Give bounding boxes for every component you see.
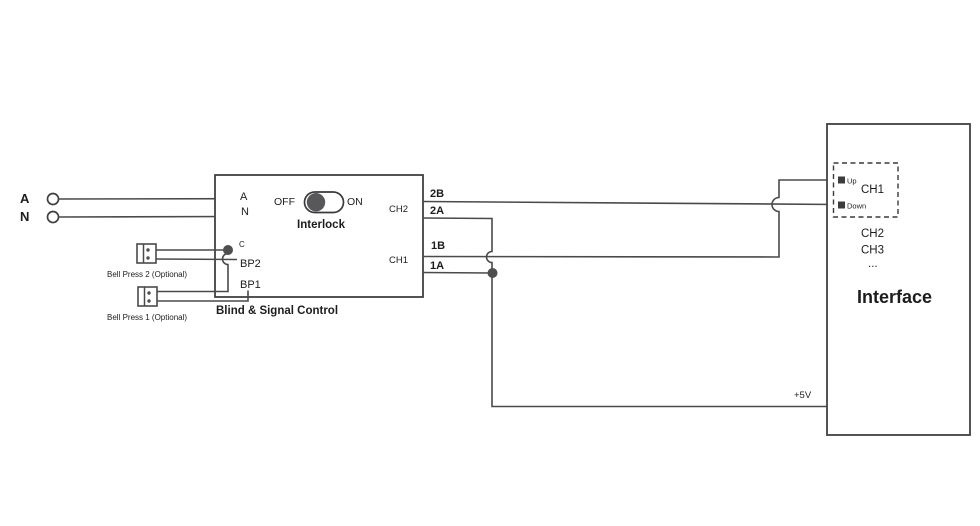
wire-1a-label: 1A <box>430 260 444 272</box>
bell-press-2-wire-bottom <box>155 258 238 261</box>
interlock-label: Interlock <box>297 219 346 231</box>
bell-press-1-wire-bottom <box>157 290 249 302</box>
bell-press-1-terminal-top <box>147 291 151 295</box>
interlock-on-label: ON <box>347 196 363 208</box>
bell-press-1-terminal-bottom <box>147 299 151 303</box>
bp2-terminal-label: BP2 <box>240 258 261 270</box>
wire-1b-label: 1B <box>431 240 445 252</box>
live-terminal <box>46 192 60 206</box>
interface-ch2-label: CH2 <box>861 228 884 240</box>
wire-2a <box>422 217 827 408</box>
interface-down-terminal <box>838 201 845 209</box>
interface-ch3-label: CH3 <box>861 245 884 257</box>
common-junction-dot <box>223 245 233 255</box>
controller-terminal-n-label: N <box>241 206 249 218</box>
live-terminal-label: A <box>20 191 30 206</box>
interface-down-label: Down <box>847 202 866 211</box>
wire-5v-label: +5V <box>794 390 812 401</box>
common-terminal-label: C <box>239 240 245 249</box>
interface-up-label: Up <box>847 177 857 186</box>
controller-ch1-label: CH1 <box>389 255 408 266</box>
interlock-knob <box>306 193 326 212</box>
interface-up-terminal <box>838 176 845 184</box>
neutral-wire <box>58 215 238 218</box>
wire-2b-label: 2B <box>430 188 444 200</box>
neutral-terminal <box>46 210 60 224</box>
bp1-terminal-label: BP1 <box>240 279 261 291</box>
junction-dot-2a-1a <box>487 268 498 278</box>
interlock-off-label: OFF <box>274 196 295 208</box>
controller-title: Blind & Signal Control <box>216 305 338 317</box>
interface-more-label: ... <box>868 258 878 270</box>
bell-press-2-label: Bell Press 2 (Optional) <box>107 270 187 279</box>
wire-1a <box>422 271 491 274</box>
bell-press-2-terminal-bottom <box>146 256 150 260</box>
controller-terminal-a-label: A <box>240 191 248 203</box>
bell-press-1-label: Bell Press 1 (Optional) <box>107 313 187 322</box>
interface-title: Interface <box>857 287 932 307</box>
bell-press-1-box <box>137 286 158 307</box>
bell-press-2-terminal-top <box>146 248 150 252</box>
controller-ch2-label: CH2 <box>389 204 408 215</box>
neutral-terminal-label: N <box>20 209 29 224</box>
interface-ch1-label: CH1 <box>861 184 884 196</box>
wire-2a-label: 2A <box>430 205 444 217</box>
wire-1b <box>422 179 838 258</box>
bell-press-2-box <box>136 243 157 264</box>
wire-2b <box>422 200 839 206</box>
